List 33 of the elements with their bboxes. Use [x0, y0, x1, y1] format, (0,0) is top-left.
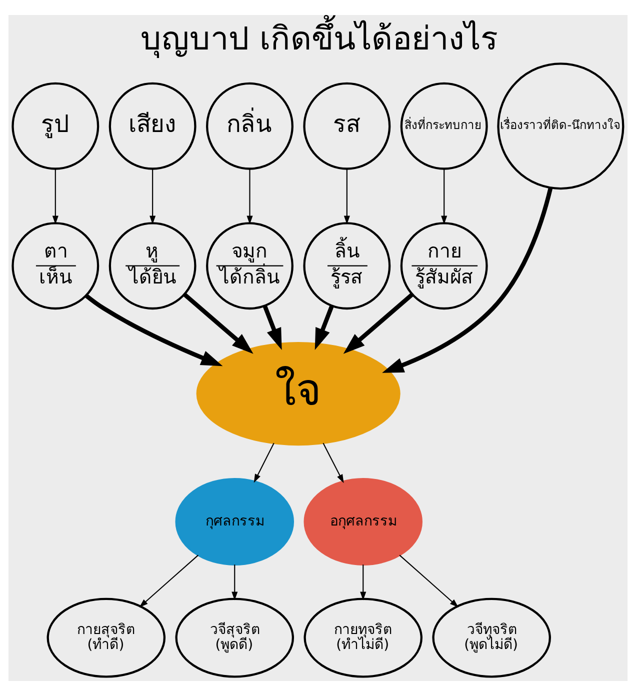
node-circle: กลิ่น [206, 82, 294, 170]
arrow [84, 294, 223, 366]
node-ellipse: กุศลกรรม [175, 478, 294, 566]
arrow [150, 168, 156, 224]
arrow [52, 168, 58, 224]
node-circle: สิ่งที่กระทบกาย [400, 82, 488, 170]
arrow [343, 292, 414, 354]
arrow [246, 168, 253, 224]
arrow [139, 554, 199, 608]
arrow [314, 305, 334, 350]
node-circle: เสียง [108, 82, 196, 170]
node-circle: กาย รู้สัมผัส [400, 222, 488, 310]
node-circle: ลิ้น รู้รส [303, 222, 391, 310]
arrow [322, 442, 344, 484]
node-circle: ตา เห็น [12, 222, 100, 310]
node-ellipse: ใจ [196, 342, 400, 446]
node-circle: จมูก ได้กลิ่น [206, 222, 294, 310]
node-circle: เรื่องราวที่ติด-นึกทางใจ [497, 62, 624, 190]
arrow [254, 442, 274, 483]
node-ellipse: อกุศลกรรม [304, 478, 422, 566]
node-ellipse: วจีสุจริต (พูดดี) [175, 598, 294, 678]
arrow [232, 564, 238, 600]
node-ellipse: กายทุจริต (ทำไม่ดี) [304, 598, 422, 678]
node-circle: รูป [12, 82, 100, 170]
arrow [262, 305, 282, 350]
node-circle: รส [303, 82, 391, 170]
arrow [441, 168, 448, 224]
arrow [399, 554, 458, 608]
arrow [382, 187, 553, 373]
node-circle: หู ได้ยิน [108, 222, 196, 310]
arrow [360, 564, 366, 600]
arrow [344, 168, 350, 224]
arrow [183, 292, 254, 354]
